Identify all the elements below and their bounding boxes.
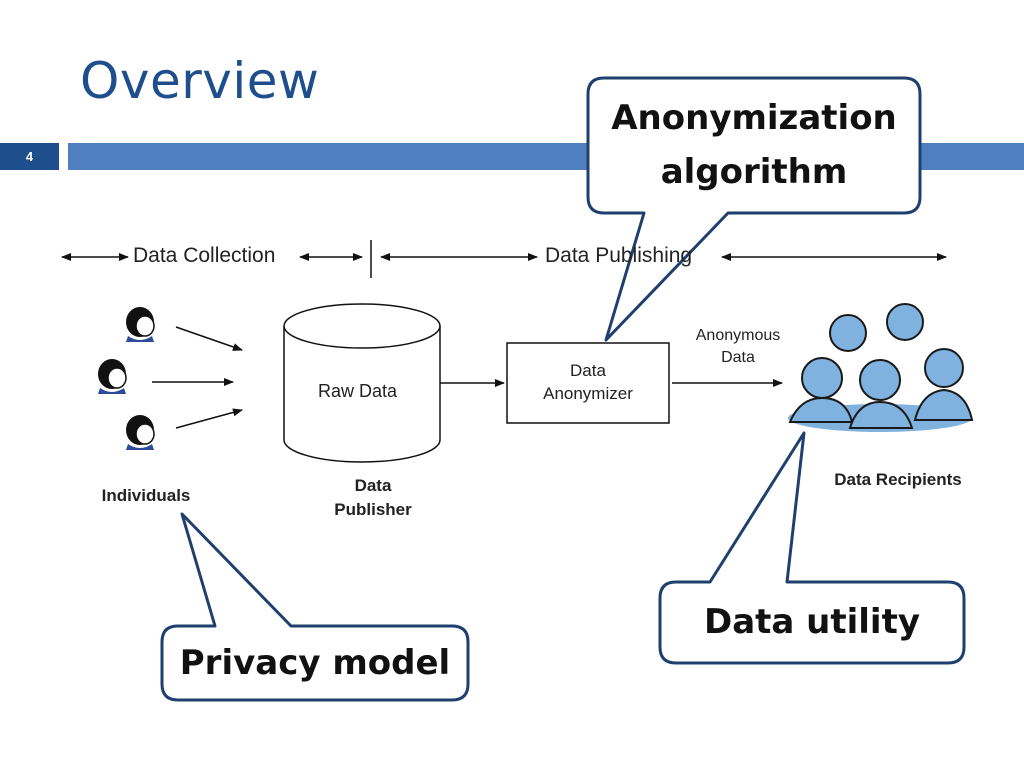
- data-collection-label: Data Collection: [133, 244, 276, 267]
- privacy-model-callout-text: Privacy model: [179, 643, 451, 683]
- anonymous-data-label-line1: Anonymous: [695, 327, 781, 344]
- data-recipients-label: Data Recipients: [834, 470, 962, 489]
- publisher-label-line1: Data: [354, 476, 392, 495]
- person-icon-3: [126, 415, 155, 450]
- anonymizer-label-line1: Data: [570, 361, 606, 380]
- person-icon-2: [98, 359, 127, 394]
- individual-arrow-3: [175, 408, 243, 429]
- publisher-label-line2: Publisher: [334, 500, 412, 519]
- data-utility-callout-shape: [658, 431, 966, 665]
- raw-data-label: Raw Data: [318, 381, 398, 401]
- individual-arrow-1: [175, 326, 243, 351]
- data-recipients-group-icon: [788, 303, 974, 432]
- raw-data-cylinder: [283, 303, 441, 463]
- anonymization-callout-shape: [586, 76, 922, 342]
- anonymous-data-label-line2: Data: [721, 349, 755, 366]
- slide-title: Overview: [80, 52, 320, 110]
- anonymizer-label-line2: Anonymizer: [543, 384, 633, 403]
- data-anonymizer-box: [506, 342, 670, 424]
- privacy-model-callout-shape: [160, 512, 470, 702]
- person-icon-1: [126, 307, 155, 342]
- anonymization-callout-line1: Anonymization: [611, 98, 897, 138]
- slide-number: 4: [0, 143, 59, 170]
- data-publishing-label: Data Publishing: [545, 244, 693, 267]
- individuals-label: Individuals: [101, 486, 191, 505]
- anonymization-callout-line2: algorithm: [660, 152, 848, 192]
- data-utility-callout-text: Data utility: [703, 602, 921, 642]
